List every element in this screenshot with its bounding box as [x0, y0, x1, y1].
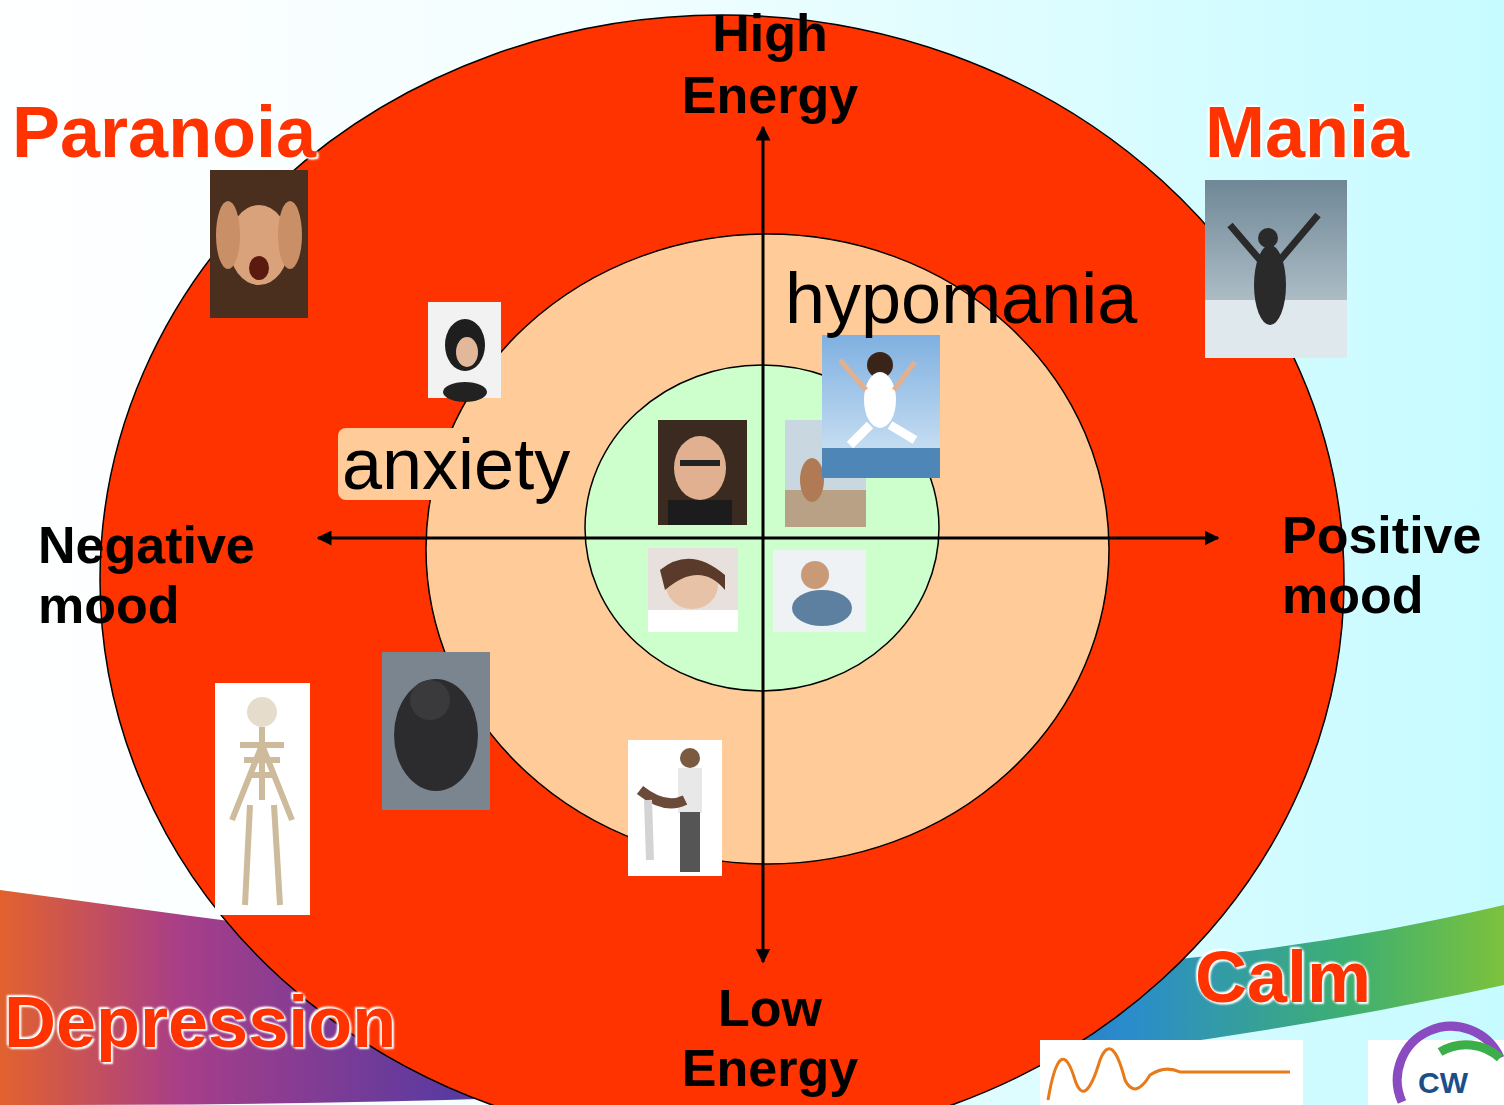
wave-chart: [1040, 1040, 1303, 1105]
label-holder: CW: [1418, 1068, 1468, 1098]
photo-anxious: [428, 302, 501, 402]
photo-jumping: [822, 335, 940, 478]
photo-paranoia: [210, 170, 308, 318]
state-label: Depression: [4, 985, 396, 1061]
axis-label: Negative mood: [38, 515, 278, 635]
outer-ellipse: [100, 15, 1344, 1105]
zone-label: anxiety: [338, 428, 574, 500]
photo-sitting-man: [773, 550, 866, 632]
photo-beach: [785, 420, 866, 527]
photo-mania: [1205, 180, 1347, 358]
state-label: Calm: [1195, 940, 1371, 1016]
label-holder: Mania: [1205, 95, 1409, 171]
state-label: Mania: [1205, 95, 1409, 171]
photo-crouching: [382, 652, 490, 810]
inner-ellipse: [585, 365, 939, 691]
label-holder: Negative mood: [38, 515, 278, 635]
photo-sad-woman: [648, 548, 738, 632]
axis-label: Positive mood: [1282, 505, 1497, 625]
text-holder: anxiety: [338, 428, 574, 500]
label-holder: High Energy: [670, 2, 870, 126]
photo-man-thinking: [658, 420, 747, 525]
swoosh-band: [0, 890, 1504, 1105]
mood-zone: hypomaniaanxiety: [425, 233, 1110, 865]
energy-axis: [762, 127, 765, 962]
axis-label: Low Energy: [670, 978, 870, 1098]
photo-skeleton: [215, 683, 310, 915]
label-holder: Low Energy: [670, 978, 870, 1098]
label-holder: Positive mood: [1282, 505, 1497, 625]
label-holder: Calm: [1195, 940, 1371, 1016]
state-label: Paranoia: [12, 95, 316, 171]
label-holder: Depression: [4, 985, 396, 1061]
label-holder: Paranoia: [12, 95, 316, 171]
text-holder: hypomania: [785, 262, 1137, 334]
logo: [1368, 1026, 1504, 1105]
axis-label: High Energy: [670, 2, 870, 126]
zone-label: hypomania: [785, 262, 1137, 334]
mood-axis: [318, 537, 1218, 540]
photo-couple: [628, 740, 722, 876]
logo-text: CW: [1418, 1068, 1468, 1098]
